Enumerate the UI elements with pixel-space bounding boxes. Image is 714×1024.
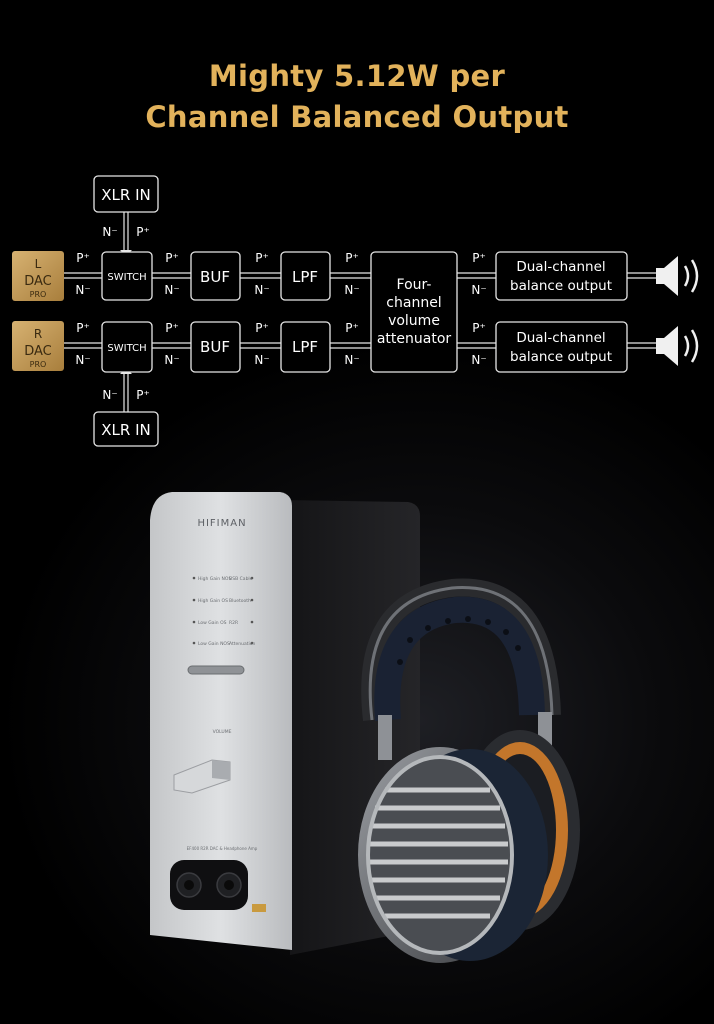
- p-label: P⁺: [76, 251, 90, 265]
- n-label: N⁻: [344, 283, 359, 297]
- input-indicators: High Gain NOS High Gain OS Low Gain OS L…: [192, 576, 256, 647]
- p-label: P⁺: [255, 321, 269, 335]
- n-label: N⁻: [102, 225, 117, 239]
- output-bottom-line-2: balance output: [510, 349, 612, 365]
- input-label: High Gain OS: [198, 598, 228, 604]
- hires-badge: [252, 904, 266, 912]
- lpf-label-bottom: LPF: [292, 338, 318, 356]
- p-label: P⁺: [76, 321, 90, 335]
- attenuator-line-1: Four-: [397, 277, 432, 293]
- dac-left-label: DAC: [24, 274, 52, 289]
- n-label: N⁻: [254, 283, 269, 297]
- model-text: EF400 R2R DAC & Headphone Amp: [187, 846, 258, 851]
- p-label: P⁺: [165, 251, 179, 265]
- xlr-in-label-top: XLR IN: [101, 186, 150, 204]
- xlr-in-box-bottom: [93, 411, 159, 447]
- n-label: N⁻: [75, 353, 90, 367]
- output-top-line-1: Dual-channel: [516, 259, 605, 275]
- lpf-box-bottom: [280, 321, 331, 373]
- p-label: P⁺: [165, 321, 179, 335]
- switch-box-bottom: [101, 321, 153, 373]
- amplifier-front: [150, 492, 292, 950]
- buf-label-top: BUF: [200, 268, 230, 286]
- xlr-in-box-top: [93, 175, 159, 213]
- output-bottom-line-1: Dual-channel: [516, 330, 605, 346]
- mode-label: R2R: [229, 620, 238, 626]
- buf-box-top: [190, 251, 241, 301]
- mode-label: USB Cable: [229, 576, 253, 582]
- input-label: High Gain NOS: [198, 576, 231, 582]
- volume-knob-face: [212, 760, 230, 780]
- dac-right-box: [12, 321, 64, 371]
- switch-box-top: [101, 251, 153, 301]
- p-label: P⁺: [472, 321, 486, 335]
- p-label: P⁺: [136, 388, 150, 402]
- switch-label-bottom: SWITCH: [107, 343, 146, 354]
- p-label: P⁺: [136, 225, 150, 239]
- n-label: N⁻: [471, 353, 486, 367]
- dac-right-sub: PRO: [30, 360, 47, 369]
- selector-button: [187, 665, 245, 675]
- buf-label-bottom: BUF: [200, 338, 230, 356]
- p-label: P⁺: [345, 251, 359, 265]
- xlr-in-label-bottom: XLR IN: [101, 421, 150, 439]
- n-label: N⁻: [471, 283, 486, 297]
- p-label: P⁺: [345, 321, 359, 335]
- dac-right-letter: R: [34, 327, 42, 341]
- n-label: N⁻: [102, 388, 117, 402]
- mode-label: Attenuation: [229, 641, 256, 647]
- n-label: N⁻: [75, 283, 90, 297]
- switch-label-top: SWITCH: [107, 272, 146, 283]
- speaker-icon: [656, 326, 699, 366]
- dac-left-letter: L: [35, 257, 42, 271]
- mode-label: Bluetooth: [229, 598, 251, 604]
- buf-box-bottom: [190, 321, 241, 373]
- n-label: N⁻: [164, 353, 179, 367]
- headphones-illustration: [358, 578, 580, 963]
- n-label: N⁻: [164, 283, 179, 297]
- p-label: P⁺: [472, 251, 486, 265]
- output-box-top: [495, 251, 628, 301]
- speaker-icon: [656, 256, 699, 296]
- signal-lines: [64, 212, 660, 412]
- lpf-box-top: [280, 251, 331, 301]
- headline-line-2: Channel Balanced Output: [145, 100, 569, 134]
- attenuator-line-3: volume: [388, 313, 440, 329]
- n-label: N⁻: [254, 353, 269, 367]
- p-label: P⁺: [255, 251, 269, 265]
- input-label: Low Gain NOS: [198, 641, 230, 647]
- brand-logo: HIFIMAN: [197, 518, 246, 529]
- output-top-line-2: balance output: [510, 278, 612, 294]
- headline-line-1: Mighty 5.12W per: [208, 59, 506, 93]
- input-label: Low Gain OS: [198, 620, 227, 626]
- lpf-label-top: LPF: [292, 268, 318, 286]
- dac-right-label: DAC: [24, 344, 52, 359]
- attenuator-line-2: channel: [386, 295, 441, 311]
- volume-label: VOLUME: [213, 729, 232, 735]
- attenuator-box: [370, 251, 458, 373]
- dac-left-sub: PRO: [30, 290, 47, 299]
- dac-left-box: [12, 251, 64, 301]
- output-box-bottom: [495, 321, 628, 373]
- attenuator-line-4: attenuator: [377, 331, 452, 347]
- n-label: N⁻: [344, 353, 359, 367]
